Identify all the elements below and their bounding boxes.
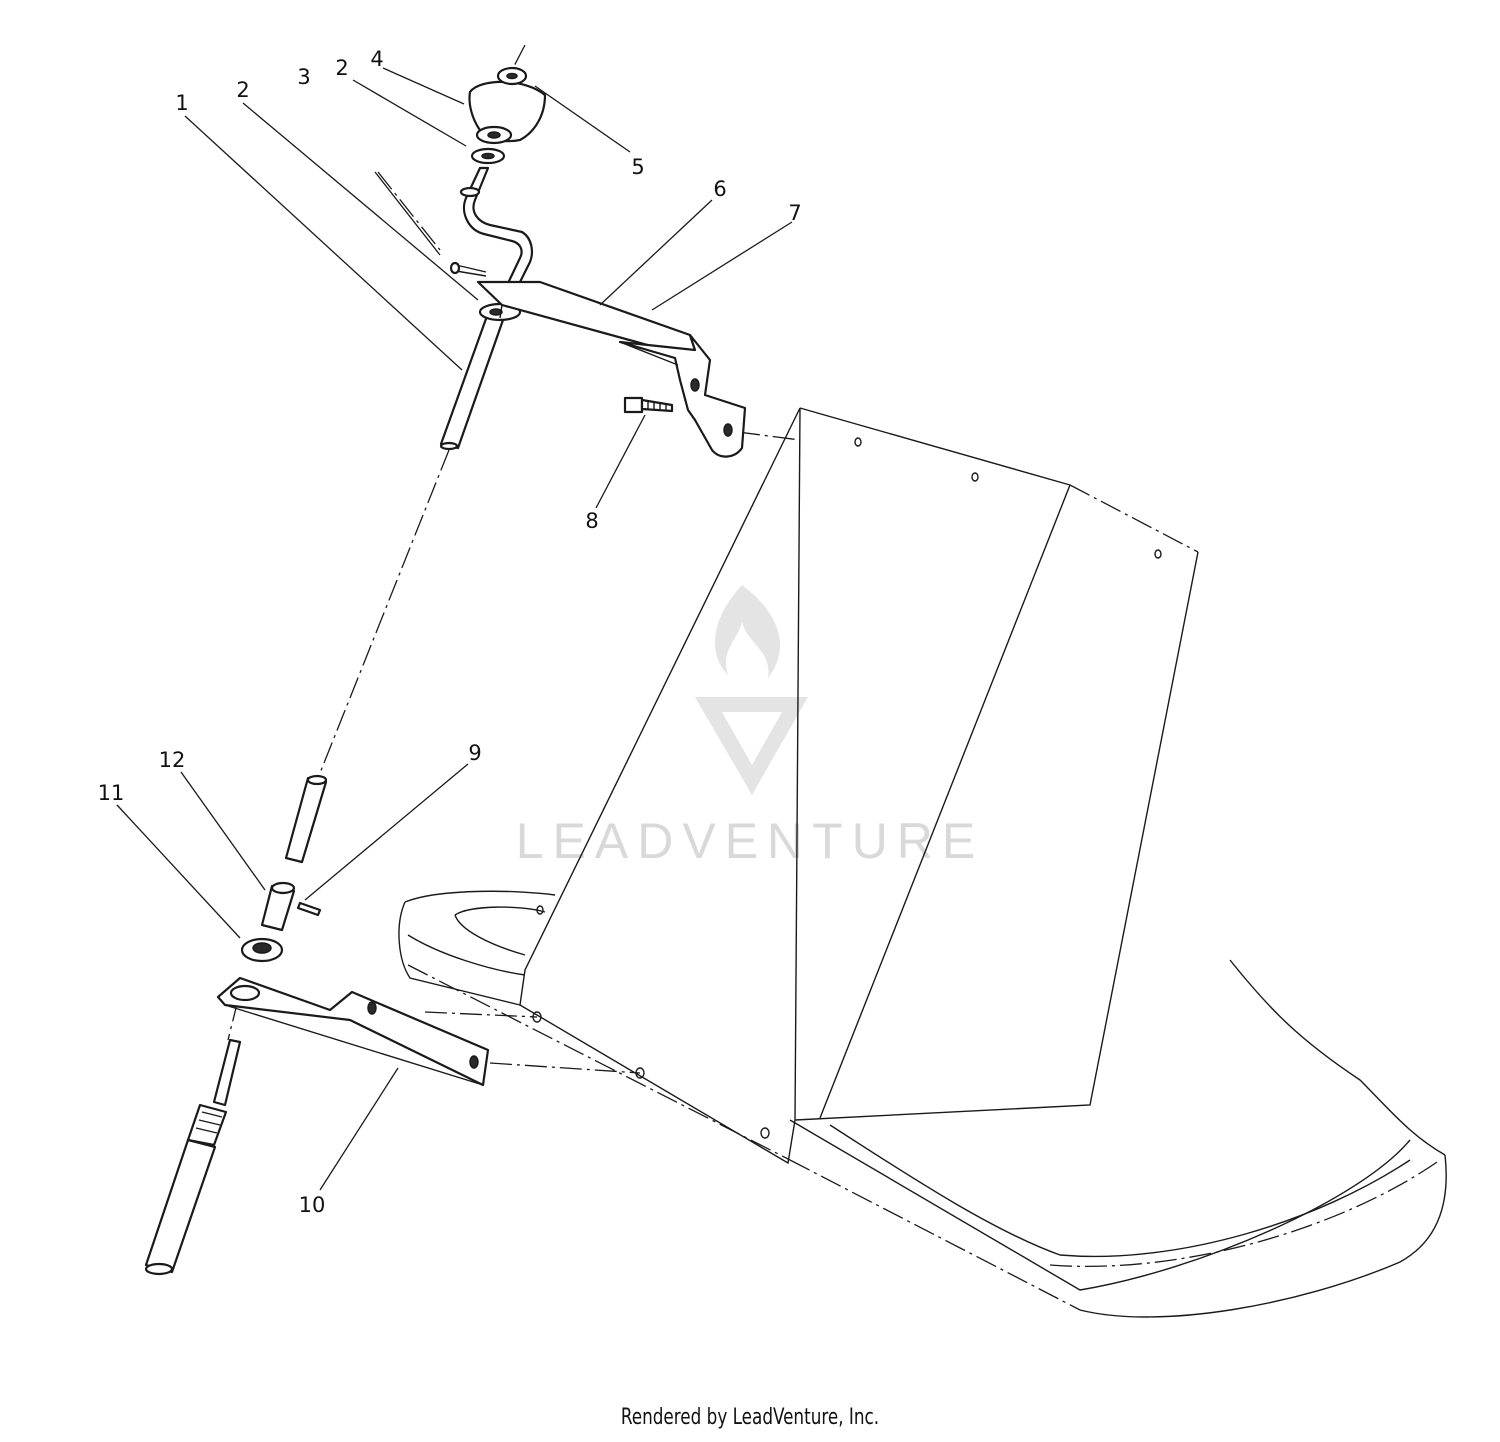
callout-9: 9 (468, 741, 481, 765)
lower-bracket (216, 976, 490, 1087)
callout-7: 7 (788, 201, 801, 225)
watermark-v-icon (695, 697, 808, 795)
callout-4: 4 (370, 47, 383, 71)
callout-8: 8 (585, 509, 598, 533)
roll-pin (296, 901, 322, 917)
watermark-flame-icon (715, 585, 781, 678)
shaft (439, 302, 522, 451)
watermark: LEADVENTURE (516, 585, 985, 869)
callout-5: 5 (631, 155, 644, 179)
bolt (623, 396, 674, 414)
lower-rod (284, 774, 328, 864)
callout-6: 6 (713, 177, 726, 201)
leader-lines (116, 67, 793, 1191)
footer-credit: Rendered by LeadVenture, Inc. (620, 1405, 880, 1430)
callout-11: 11 (98, 781, 125, 805)
callout-labels: 1 2 3 2 4 5 6 7 8 9 10 11 12 (98, 47, 802, 1217)
transmission-shaft (144, 1038, 242, 1276)
callout-10: 10 (299, 1193, 326, 1217)
callout-2a: 2 (236, 78, 249, 102)
callout-2b: 2 (335, 56, 348, 80)
cotter-pin (449, 261, 487, 277)
knob-assembly (468, 66, 547, 165)
coupler-assembly (240, 881, 322, 963)
assembly-lines (227, 44, 801, 1074)
discharge-shroud (519, 407, 1199, 1165)
callout-12: 12 (159, 748, 186, 772)
callout-3: 3 (297, 65, 310, 89)
watermark-text: LEADVENTURE (516, 813, 985, 869)
upper-bracket (476, 280, 747, 458)
callout-1: 1 (175, 91, 188, 115)
mower-deck (398, 890, 1447, 1318)
